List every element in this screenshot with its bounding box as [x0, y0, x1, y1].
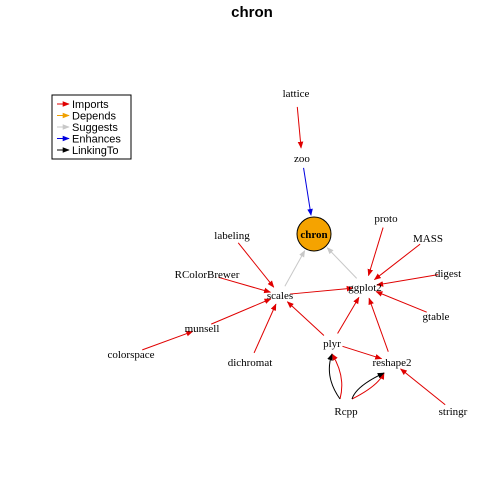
node-label: colorspace [107, 349, 154, 361]
edge-proto-ggplot2-imports [367, 227, 384, 277]
node-scales: scales [267, 290, 293, 302]
node-zoo: zoo [294, 153, 310, 165]
node-label: digest [435, 268, 461, 280]
node-lattice: lattice [283, 88, 310, 100]
edge-layer [142, 106, 446, 406]
edge-dichromat-scales-imports [253, 303, 277, 354]
edge-plyr-scales-imports [286, 301, 325, 336]
edge-Rcpp-reshape2-linkingto [351, 372, 385, 400]
edge-Rcpp-plyr-linkingto [327, 353, 341, 400]
node-gtable: gtable [423, 311, 450, 323]
edge-stringr-reshape2-imports [400, 368, 446, 406]
node-plyr: plyr [323, 338, 341, 350]
node-label: munsell [185, 323, 220, 335]
edge-plyr-reshape2-imports [342, 345, 383, 360]
node-label: scales [267, 290, 293, 302]
node-label: proto [374, 213, 398, 225]
node-label: plyr [323, 338, 341, 350]
edge-Rcpp-reshape2-imports [351, 372, 385, 400]
edge-ggplot2-chron-suggests [326, 247, 358, 279]
legend-item-depends: Depends [57, 111, 117, 123]
legend-label: Imports [72, 99, 109, 111]
node-label: stringr [439, 406, 468, 418]
node-munsell: munsell [185, 323, 220, 335]
focus-node-circle [296, 216, 332, 252]
edge-reshape2-ggplot2-imports [368, 297, 389, 352]
node-dichromat: dichromat [228, 357, 273, 369]
node-label: RColorBrewer [175, 269, 240, 281]
edge-zoo-chron-enhances [303, 167, 313, 216]
legend-item-imports: Imports [57, 99, 109, 111]
legend-item-linkingto: LinkingTo [57, 145, 118, 157]
edge-lattice-zoo-imports [296, 106, 304, 149]
edge-digest-ggplot2-imports [376, 274, 439, 287]
node-proto: proto [374, 213, 398, 225]
node-label: labeling [214, 230, 250, 242]
graph-title: chron [231, 4, 273, 21]
edge-colorspace-munsell-imports [142, 330, 194, 351]
edge-labeling-scales-imports [237, 242, 275, 288]
edge-gtable-ggplot2-imports [375, 291, 427, 313]
legend-label: Depends [72, 111, 117, 123]
node-colorspace: colorspace [107, 349, 154, 361]
node-stringr: stringr [439, 406, 468, 418]
node-rcolorbrewer: RColorBrewer [175, 269, 240, 281]
node-label: chron [300, 229, 327, 241]
edge-MASS-ggplot2-imports [373, 243, 421, 281]
edge-scales-ggplot2-imports [289, 285, 354, 295]
node-label: lattice [283, 88, 310, 100]
node-labeling: labeling [214, 230, 250, 242]
legend-label: LinkingTo [72, 145, 118, 157]
legend-label: Enhances [72, 134, 121, 146]
node-reshape2: reshape2 [372, 357, 411, 369]
node-digest: digest [435, 268, 461, 280]
node-label: ggplot2 [348, 282, 382, 294]
legend-item-enhances: Enhances [57, 134, 121, 146]
node-label: gtable [423, 311, 450, 323]
node-ggplot2: ggplot2 [348, 282, 382, 294]
node-mass: MASS [413, 233, 443, 245]
legend-label: Suggests [72, 122, 118, 134]
edge-RColorBrewer-scales-imports [218, 276, 272, 294]
node-rcpp: Rcpp [334, 406, 358, 418]
node-label: Rcpp [334, 406, 358, 418]
edge-munsell-scales-imports [211, 298, 272, 325]
node-chron: chron [296, 216, 332, 252]
edge-plyr-ggplot2-imports [337, 296, 360, 334]
edge-scales-chron-suggests [284, 249, 306, 287]
edge-Rcpp-plyr-imports [331, 353, 343, 400]
node-label: MASS [413, 233, 443, 245]
node-label: dichromat [228, 357, 273, 369]
node-label: zoo [294, 153, 310, 165]
legend-item-suggests: Suggests [57, 122, 118, 134]
node-label: reshape2 [372, 357, 411, 369]
